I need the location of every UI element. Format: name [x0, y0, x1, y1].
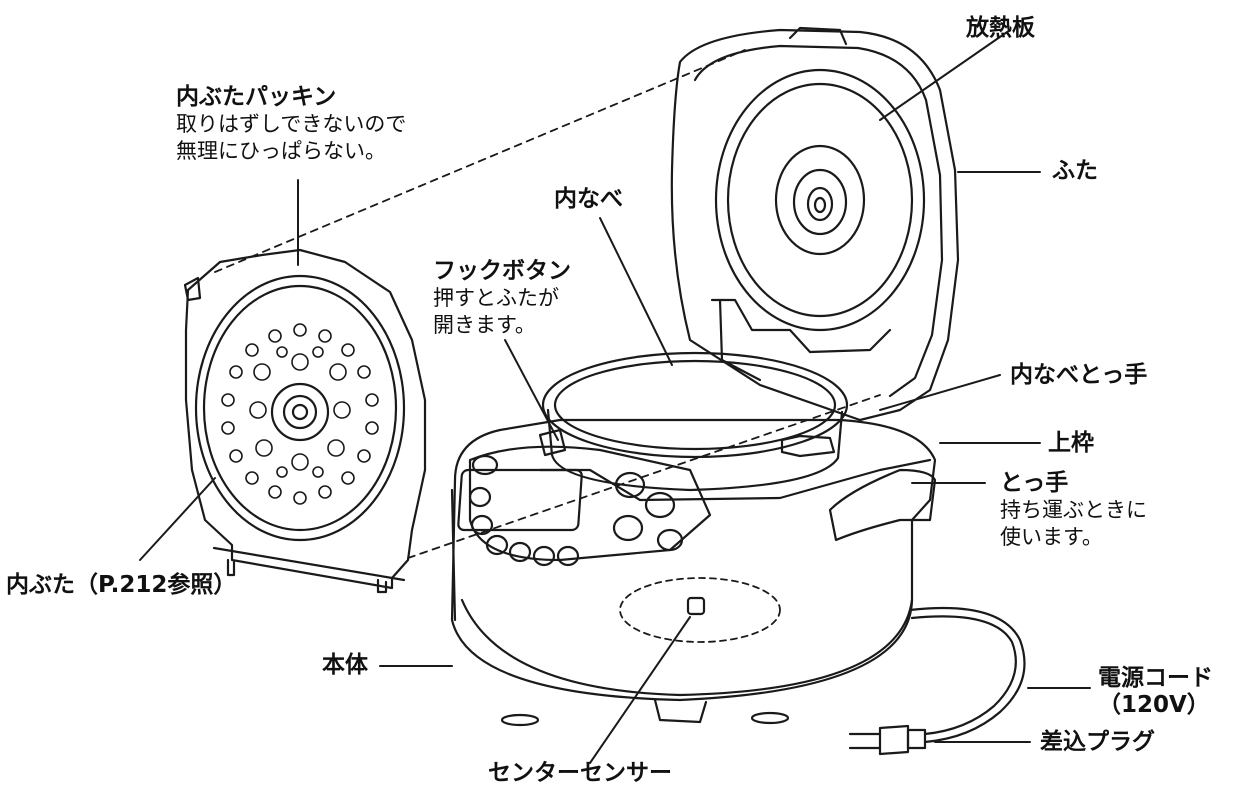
heat-plate-label: 放熱板 [966, 15, 1035, 42]
lid-title: ふた [1052, 158, 1098, 184]
power-cord-label: 電源コード （120V） [1098, 665, 1213, 719]
lid-label: ふた [1052, 158, 1098, 185]
inner-pot-title: 内なべ [554, 186, 623, 212]
body-drawing [450, 418, 937, 727]
center-sensor-title: センターセンサー [488, 760, 672, 786]
handle-note-1: 持ち運ぶときに [1000, 498, 1147, 522]
power-cord-voltage: （120V） [1098, 692, 1210, 718]
body-label: 本体 [322, 652, 368, 679]
heat-plate-title: 放熱板 [966, 15, 1035, 41]
center-sensor-label: センターセンサー [488, 760, 672, 787]
upper-frame-title: 上枠 [1048, 430, 1094, 456]
hook-button-note-1: 押すとふたが [433, 286, 559, 310]
power-cord-title: 電源コード [1098, 665, 1213, 691]
hook-button-title: フックボタン [433, 258, 571, 284]
lid-drawing [670, 26, 960, 422]
pot-handle-label: 内なべとっ手 [1010, 362, 1147, 389]
gasket-title: 内ぶたパッキン [176, 84, 337, 110]
body-title: 本体 [322, 652, 368, 678]
handle-label: とっ手 持ち運ぶときに 使います。 [1000, 470, 1147, 551]
leader-lines [139, 29, 1091, 764]
inner-pot-label: 内なべ [554, 186, 623, 213]
upper-frame-label: 上枠 [1048, 430, 1094, 457]
handle-note-2: 使います。 [1000, 525, 1103, 549]
plug-label: 差込プラグ [1040, 729, 1155, 756]
gasket-note-2: 無理にひっぱらない。 [176, 139, 386, 163]
gasket-label: 内ぶたパッキン 取りはずしできないので 無理にひっぱらない。 [176, 84, 406, 165]
inner-lid-label: 内ぶた（P.212参照） [6, 572, 236, 599]
hook-button-label: フックボタン 押すとふたが 開きます。 [433, 258, 571, 339]
inner-pot-drawing [538, 351, 849, 492]
cord-drawing [848, 606, 1026, 756]
pot-handle-title: 内なべとっ手 [1010, 362, 1148, 388]
inner-lid-title: 内ぶた（P.212参照） [6, 572, 237, 598]
gasket-note-1: 取りはずしできないので [176, 112, 407, 136]
inner-lid-drawing [183, 248, 427, 594]
plug-title: 差込プラグ [1040, 729, 1155, 755]
hook-button-note-2: 開きます。 [433, 313, 536, 337]
handle-title: とっ手 [1000, 470, 1069, 496]
